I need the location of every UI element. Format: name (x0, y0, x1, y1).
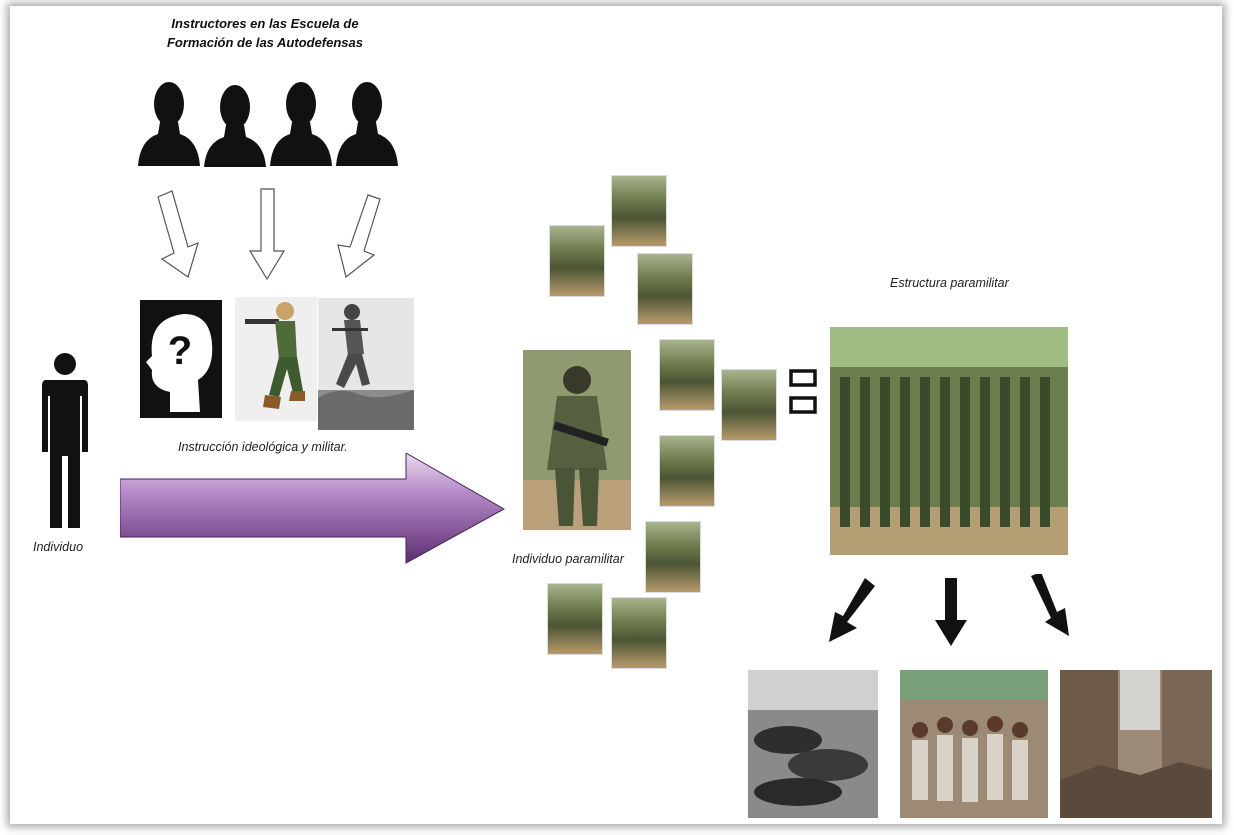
equals-sign-icon (789, 369, 817, 414)
question-head-icon: ? (140, 300, 222, 418)
down-arrow-icon (337, 194, 381, 279)
instruction-arrows (157, 188, 381, 281)
gunman-image (235, 297, 317, 421)
black-arrow-icon (829, 578, 875, 642)
person-silhouette-icon (204, 85, 266, 167)
gunman-icon (235, 297, 317, 421)
person-silhouette-icon (336, 82, 398, 166)
soldier-thumbnail (721, 369, 777, 441)
question-head-image: ? (140, 300, 222, 418)
victims-photo (748, 670, 878, 818)
person-silhouette-icon (270, 82, 332, 166)
running-soldier-icon (318, 298, 414, 430)
soldier-thumbnail (659, 435, 715, 507)
person-silhouette-icon (138, 82, 200, 166)
down-arrow-icon (157, 190, 199, 278)
diagram-title: Instructores en las Escuela de Formación… (150, 14, 380, 52)
black-arrow-icon (1031, 574, 1069, 636)
down-arrow-icon (248, 188, 286, 281)
consequence-arrows (829, 574, 1069, 646)
individuo-label: Individuo (33, 540, 84, 554)
soldier-thumbnail (645, 521, 701, 593)
question-mark: ? (168, 329, 192, 373)
standing-person-icon (42, 353, 88, 528)
soldier-thumbnail (659, 339, 715, 411)
individuo-paramilitar-label: Individuo paramilitar (512, 552, 624, 566)
paramilitary-formation-photo (830, 327, 1068, 555)
displaced-people-photo (900, 670, 1048, 818)
instructors-group (138, 82, 398, 167)
estructura-paramilitar-label: Estructura paramilitar (890, 276, 1009, 290)
soldier-thumbnail (549, 225, 605, 297)
black-arrow-icon (935, 578, 967, 646)
individual-paramilitary-photo (523, 350, 631, 530)
title-line-2: Formación de las Autodefensas (166, 35, 363, 50)
soldier-thumbnail (637, 253, 693, 325)
title-line-1: Instructores en las Escuela de (171, 16, 359, 31)
soldier-thumbnail (611, 597, 667, 669)
running-soldier-image (318, 298, 414, 430)
soldier-thumbnail (611, 175, 667, 247)
destroyed-buildings-photo (1060, 670, 1212, 818)
big-right-arrow-icon (120, 453, 506, 564)
instruction-label: Instrucción ideológica y militar. (178, 440, 348, 454)
soldier-thumbnail (547, 583, 603, 655)
